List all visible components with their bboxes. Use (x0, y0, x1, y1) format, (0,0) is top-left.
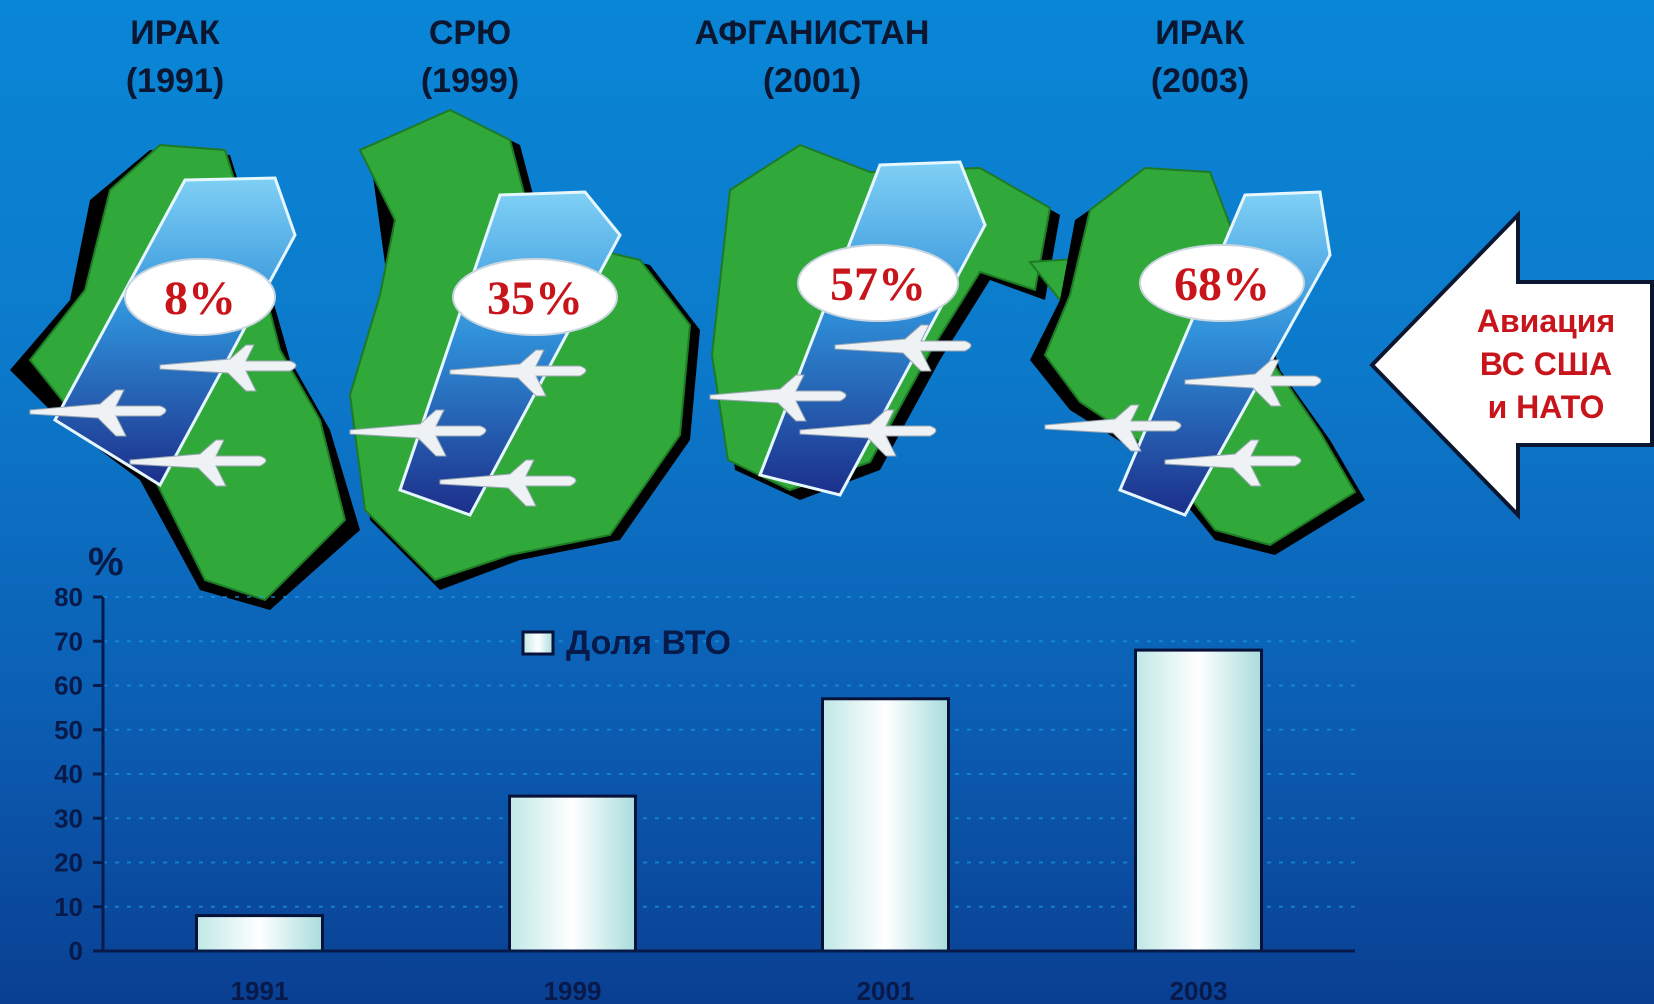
bar-2003 (1134, 648, 1263, 953)
pct-oval-1 (124, 258, 276, 336)
pct-label-3: 57% (830, 258, 926, 311)
y-tick-label: 60 (54, 671, 83, 701)
country-name-1: ИРАК (130, 14, 220, 52)
country-year-3: (2001) (763, 62, 861, 100)
arrow-line-3: и НАТО (1488, 389, 1605, 425)
y-tick-label: 10 (54, 892, 83, 922)
country-name-4: ИРАК (1155, 14, 1245, 52)
pct-label-4: 68% (1174, 258, 1270, 311)
arrow-line-1: Авиация (1477, 303, 1615, 339)
y-tick-label: 40 (54, 759, 83, 789)
bar-1991 (195, 914, 324, 953)
x-tick-label: 1999 (544, 976, 602, 1004)
x-tick-label: 1991 (231, 976, 289, 1004)
y-tick-label: 80 (54, 582, 83, 612)
y-tick-label: 0 (69, 936, 83, 966)
pct-label-2: 35% (487, 272, 583, 325)
bars (195, 648, 1263, 953)
map-fry-1999: 35% (348, 108, 700, 590)
pct-oval-3 (797, 244, 959, 322)
legend-label: Доля ВТО (566, 624, 731, 662)
y-tick-label: 50 (54, 715, 83, 745)
country-labels: ИРАК (1991) СРЮ (1999) АФГАНИСТАН (2001)… (126, 14, 1249, 100)
country-year-2: (1999) (421, 62, 519, 100)
y-tick-label: 20 (54, 848, 83, 878)
map-iraq-2003: 68% (1030, 166, 1365, 555)
x-tick-label: 2003 (1170, 976, 1228, 1004)
legend: Доля ВТО (521, 624, 731, 662)
grid-lines (103, 596, 1355, 908)
x-ticks: 1991 1999 2001 2003 (231, 976, 1228, 1004)
pct-label-1: 8% (164, 272, 236, 325)
legend-swatch (521, 630, 555, 656)
map-iraq-1991: 8% (10, 143, 360, 610)
pct-oval-2 (452, 258, 618, 336)
pct-oval-4 (1139, 244, 1305, 322)
y-axis-label: % (88, 540, 124, 584)
y-tick-label: 30 (54, 803, 83, 833)
arrow-left-icon (1369, 210, 1654, 520)
country-year-1: (1991) (126, 62, 224, 100)
y-tick-label: 70 (54, 626, 83, 656)
y-ticks: 0 10 20 30 40 50 60 70 80 (54, 582, 103, 966)
bar-chart: % 0 10 20 30 40 50 60 70 80 1991 1999 2001 2003 Дол… (54, 540, 1355, 1004)
bar-1999 (508, 794, 637, 953)
country-name-3: АФГАНИСТАН (695, 14, 930, 52)
country-year-4: (2003) (1151, 62, 1249, 100)
aviation-arrow: Авиация ВС США и НАТО (1369, 210, 1654, 520)
x-tick-label: 2001 (857, 976, 915, 1004)
arrow-line-2: ВС США (1480, 346, 1612, 382)
map-afghanistan-2001: 57% (709, 143, 1112, 500)
bar-2001 (821, 697, 950, 953)
country-name-2: СРЮ (429, 14, 511, 52)
